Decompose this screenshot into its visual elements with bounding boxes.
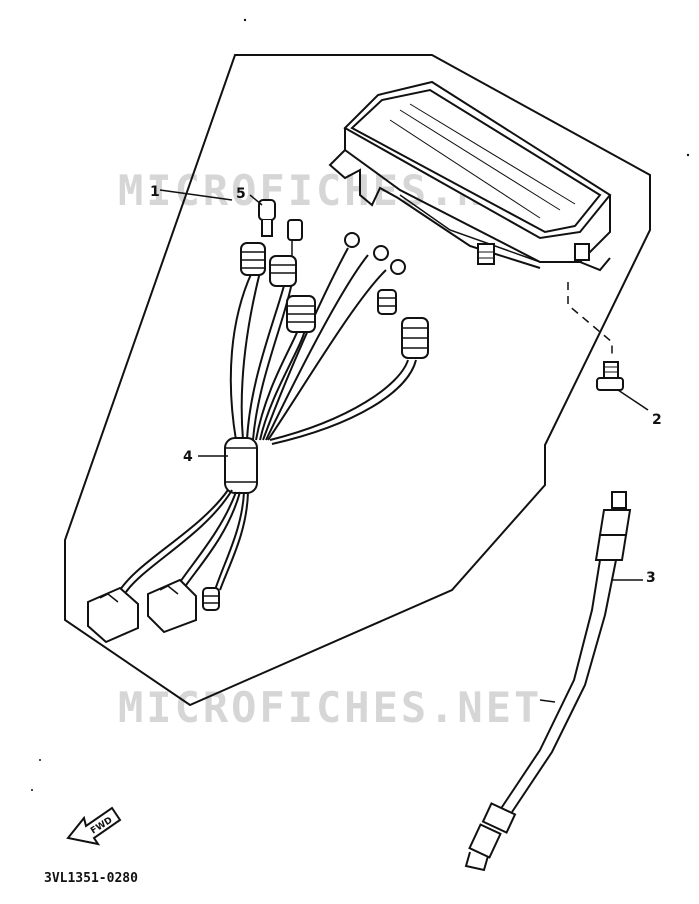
callout-5: 5 [236, 186, 246, 202]
drawing-code: 3VL1351-0280 [44, 871, 138, 886]
callout-4: 4 [183, 449, 193, 465]
bulb [258, 199, 276, 237]
callout-1: 1 [150, 184, 160, 200]
meter-assembly [328, 80, 612, 272]
leader-dashed [567, 282, 613, 358]
callout-3: 3 [646, 570, 656, 586]
forward-arrow-icon: FWD [66, 806, 122, 846]
watermark-bottom: MICROFICHES.NET [118, 683, 542, 732]
callout-2: 2 [652, 412, 662, 428]
speedometer-cable [464, 491, 632, 872]
assembly-boundary [64, 54, 651, 707]
wire-harness [87, 219, 429, 644]
callout-leaders [159, 189, 649, 581]
screw [596, 361, 624, 391]
